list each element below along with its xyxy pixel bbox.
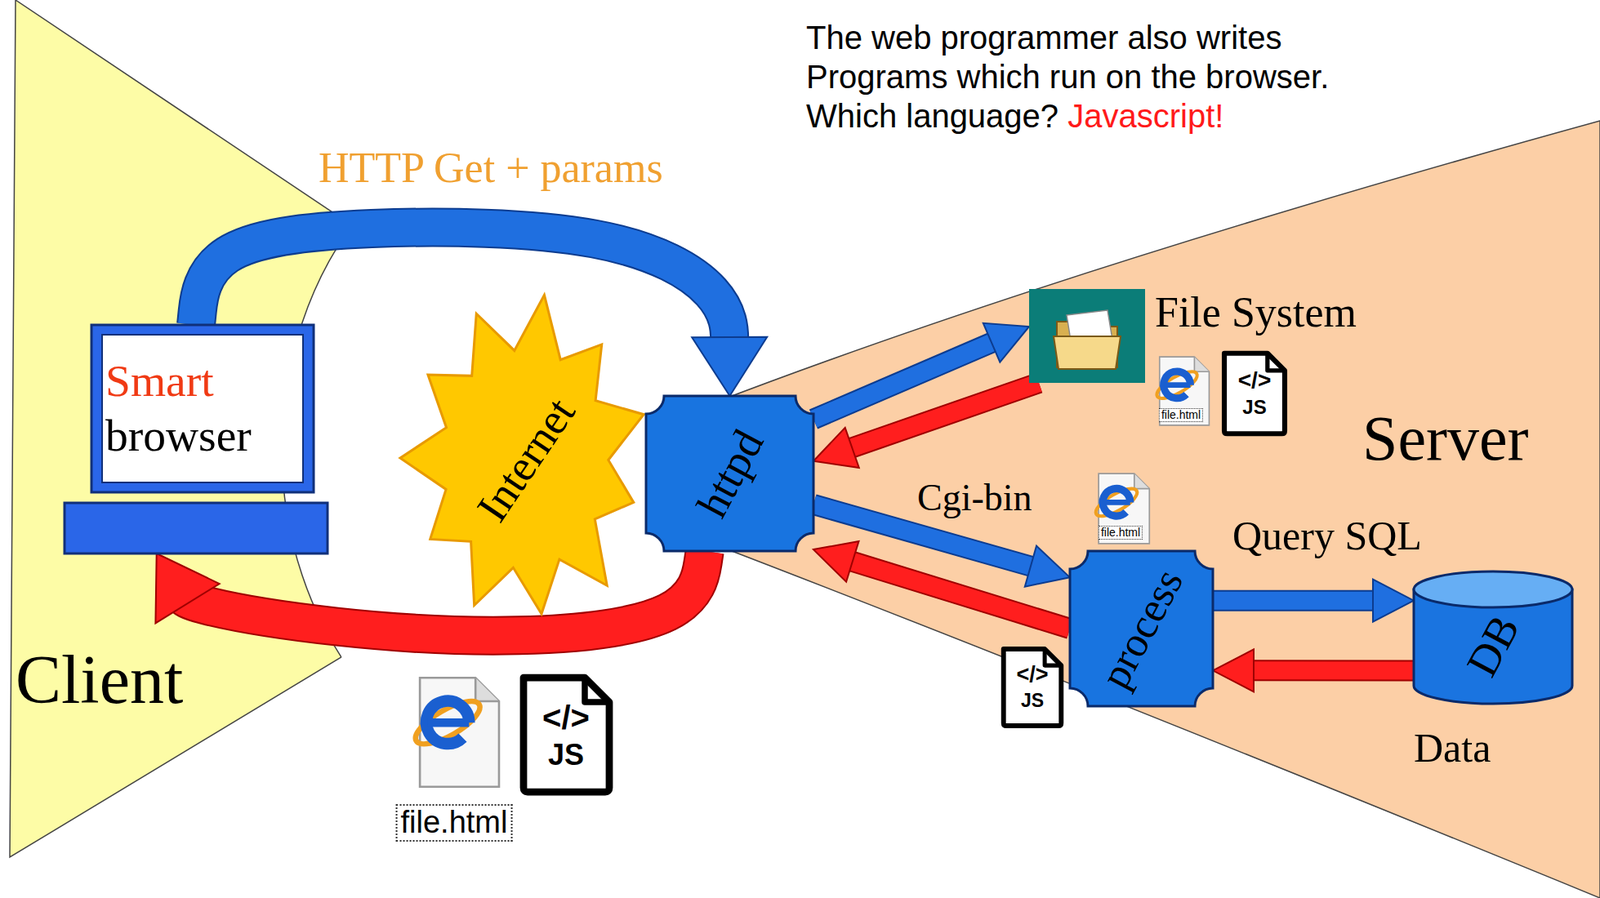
process-shape <box>646 396 814 552</box>
flow-arrow <box>813 541 1070 629</box>
region-name: Client <box>15 641 183 721</box>
arrow-head <box>813 427 860 468</box>
arrow-outline <box>844 383 1039 451</box>
monitor-frame <box>91 325 314 493</box>
folder-front <box>1053 336 1121 370</box>
icon-glyph: </> <box>1016 662 1048 688</box>
icon-ground <box>1029 289 1146 384</box>
monitor-screen <box>102 334 304 483</box>
html-file-icon <box>1091 473 1150 544</box>
arrow-head <box>1212 649 1254 692</box>
icon-label: JS <box>1020 690 1044 712</box>
browser-text: browser <box>105 409 300 464</box>
flow-arrow <box>1212 579 1414 623</box>
icon-glyph: </> <box>542 699 590 737</box>
note-line: The web programmer also writes Programs … <box>806 19 1329 134</box>
arrow-shaft <box>181 551 705 637</box>
arrow-shaft <box>1245 661 1414 680</box>
note-text: The web programmer also writes Programs … <box>806 17 1411 136</box>
icon-glyph: </> <box>1238 367 1271 394</box>
node-title: File System <box>1154 289 1357 336</box>
edge-label: Cgi-bin <box>914 476 1035 521</box>
edge-label: Query SQL <box>1230 512 1425 561</box>
icon-label: JS <box>548 738 584 772</box>
arrow-head <box>155 553 219 624</box>
html-file-icon <box>410 677 500 788</box>
arrow-head <box>813 541 859 583</box>
flow-arrow <box>1212 649 1414 692</box>
arrow-outline <box>1245 659 1414 682</box>
icon-label: JS <box>1242 396 1266 419</box>
note-line: Javascript! <box>1067 98 1224 134</box>
js-file-icon <box>1003 649 1062 727</box>
arrow-outline <box>844 559 1070 629</box>
arrow-shaft <box>1212 592 1382 611</box>
database: DB <box>1413 571 1573 705</box>
file-system: File System <box>1029 289 1357 384</box>
flow-arrow <box>813 383 1039 468</box>
edge-label: HTTP Get + params <box>316 143 666 193</box>
browser-text: Smart <box>105 354 300 410</box>
internet-star: Internet <box>397 290 654 629</box>
folder-icon <box>1029 289 1146 384</box>
arrow-outline <box>1212 590 1382 612</box>
file-name: file.html <box>396 804 513 843</box>
arrow-head <box>1025 546 1070 588</box>
arrow-shaft <box>844 383 1039 451</box>
process-box: process <box>1069 551 1213 707</box>
client-region-edge <box>281 106 862 793</box>
js-file-icon <box>1224 353 1285 435</box>
arrow-shaft <box>844 559 1070 629</box>
file-name: file.html <box>1098 525 1143 540</box>
html-file-icon <box>1153 356 1209 426</box>
region-name: Server <box>1362 401 1529 476</box>
flow-arrow <box>155 551 705 637</box>
httpd-box: httpd <box>646 396 814 552</box>
internet-burst <box>400 294 644 615</box>
arrow-head <box>691 337 767 397</box>
data-label: Data <box>1413 725 1491 773</box>
browser-monitor: Smartbrowser <box>64 325 328 554</box>
monitor-base <box>64 503 328 554</box>
arrow-head <box>1372 579 1414 623</box>
js-file-icon <box>523 677 610 793</box>
process-shape <box>1069 551 1213 707</box>
internet-gap <box>281 106 862 793</box>
file-name: file.html <box>1158 408 1204 423</box>
arrow-outline <box>181 551 705 637</box>
cylinder-top <box>1413 571 1573 608</box>
arrow-head <box>983 323 1030 363</box>
